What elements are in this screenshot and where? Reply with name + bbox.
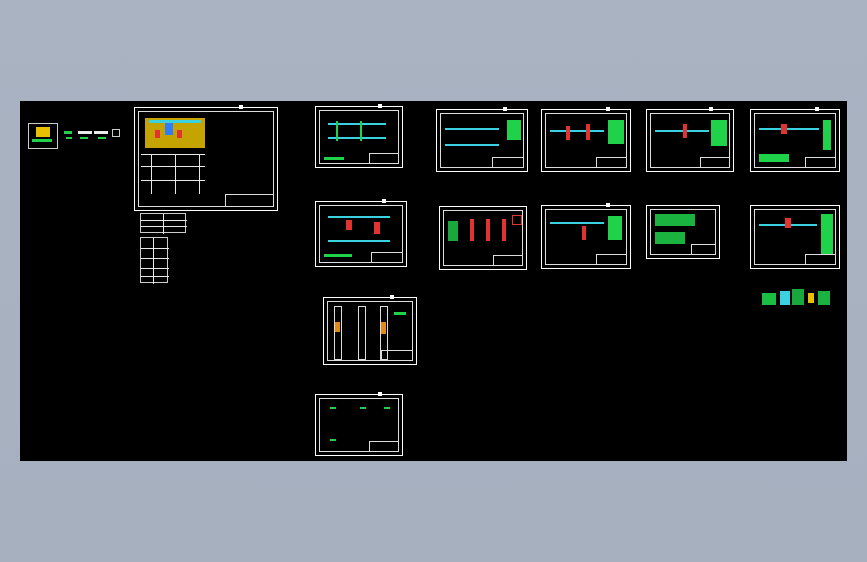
drawing-col-2-row-1[interactable]	[436, 107, 528, 172]
drawing-col-3-row-2[interactable]	[541, 203, 631, 269]
drawing-col-5-row-2[interactable]	[750, 205, 840, 269]
drawing-col-1-row-4[interactable]	[315, 392, 403, 456]
drawing-col-1-row-1[interactable]	[315, 104, 403, 168]
drawing-col-1-row-2[interactable]	[315, 199, 407, 267]
drawing-small-legend[interactable]	[28, 123, 120, 151]
drawing-table-a[interactable]	[140, 213, 187, 234]
drawing-col-4-row-2[interactable]	[646, 205, 720, 259]
drawing-col-4-row-1[interactable]	[646, 107, 734, 172]
drawing-col-1-row-3[interactable]	[323, 295, 417, 365]
drawing-col-5-row-3[interactable]	[762, 287, 832, 309]
drawing-table-b[interactable]	[140, 237, 169, 284]
drawing-col-3-row-1[interactable]	[541, 107, 631, 172]
drawing-col-2-row-2[interactable]	[439, 206, 527, 270]
drawing-col-5-row-1[interactable]	[750, 107, 840, 172]
drawing-plan-main[interactable]	[134, 105, 278, 211]
cad-model-space[interactable]	[20, 101, 847, 461]
